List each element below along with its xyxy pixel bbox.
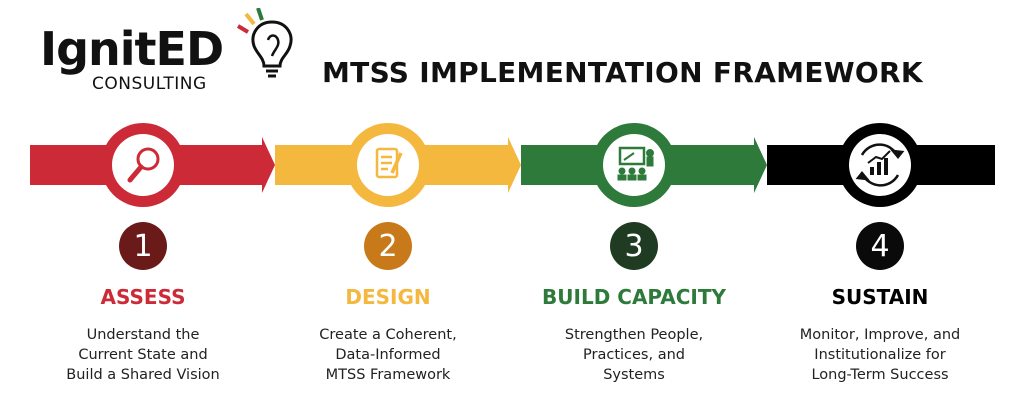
step-4-line-1: Monitor, Improve, and (799, 327, 961, 343)
step-4-number: 4 (856, 222, 904, 270)
step-1-description: Understand the Current State and Build a… (28, 325, 258, 385)
step-4-title: SUSTAIN (831, 285, 929, 309)
step-4-line-3: Long-Term Success (811, 367, 949, 383)
step-3-line-2: Practices, and (583, 347, 685, 363)
step-2-line-1: Create a Coherent, (319, 327, 457, 343)
ignited-logo: IgnitED CONSULTING (40, 8, 293, 100)
step-number-badge: 4 (856, 222, 904, 270)
growth-cycle-icon (855, 143, 905, 187)
page-title: MTSS IMPLEMENTATION FRAMEWORK (322, 56, 923, 89)
magnifying-glass-icon (127, 147, 160, 183)
step-2-line-2: Data-Informed (335, 347, 441, 363)
step-1-line-2: Current State and (78, 347, 208, 363)
logo-brand: IgnitED (40, 22, 224, 76)
clipboard-pencil-icon (375, 147, 403, 179)
step-1-title: ASSESS (100, 285, 186, 309)
step-1-line-1: Understand the (86, 327, 200, 343)
step-4-description: Monitor, Improve, and Institutionalize f… (765, 325, 995, 385)
step-3-description: Strengthen People, Practices, and System… (519, 325, 749, 385)
step-1-number: 1 (119, 222, 167, 270)
lightbulb-icon (236, 8, 293, 78)
step-1-line-3: Build a Shared Vision (66, 367, 220, 383)
step-number-badge: 3 (610, 222, 658, 270)
step-3-line-3: Systems (603, 367, 665, 383)
step-4-line-2: Institutionalize for (814, 347, 946, 363)
logo-subtitle: CONSULTING (92, 74, 207, 94)
step-3-title: BUILD CAPACITY (542, 285, 726, 309)
step-3-number: 3 (610, 222, 658, 270)
step-number-badge: 2 (364, 222, 412, 270)
presentation-training-icon (617, 146, 654, 181)
step-number-badge: 1 (119, 222, 167, 270)
step-3-line-1: Strengthen People, (564, 327, 704, 343)
step-2-description: Create a Coherent, Data-Informed MTSS Fr… (273, 325, 503, 385)
process-band (30, 123, 995, 207)
step-2-title: DESIGN (345, 285, 431, 309)
step-2-line-3: MTSS Framework (325, 367, 451, 383)
step-2-number: 2 (364, 222, 412, 270)
